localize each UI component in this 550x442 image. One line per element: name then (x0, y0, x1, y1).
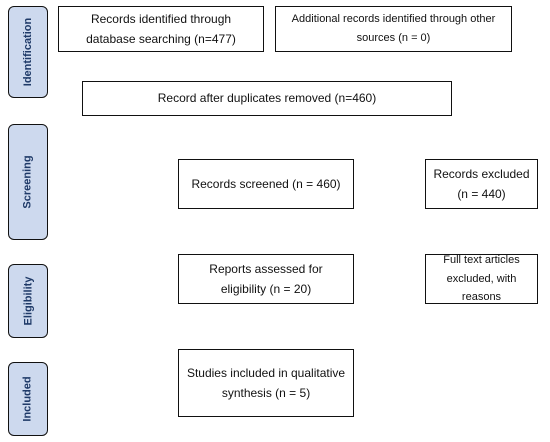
records-excluded-text: Records excluded (n = 440) (433, 166, 530, 201)
stage-included: Included (8, 362, 48, 436)
stage-eligibility-label: Eligibility (22, 276, 34, 326)
stage-screening: Screening (8, 124, 48, 240)
records-screened-text: Records screened (n = 460) (191, 176, 341, 191)
stage-identification-label: Identification (22, 17, 35, 87)
other-records-box: Additional records identified through ot… (275, 6, 512, 52)
stage-screening-label: Screening (22, 155, 34, 209)
records-screened-box: Records screened (n = 460) (178, 159, 354, 209)
studies-included-box: Studies included in qualitative synthesi… (178, 349, 354, 417)
full-text-excluded-text: Full text articles excluded, with reason… (443, 253, 520, 304)
stage-eligibility: Eligibility (8, 264, 48, 338)
records-excluded-box: Records excluded (n = 440) (425, 159, 538, 209)
reports-assessed-text: Reports assessed for eligibility (n = 20… (209, 261, 323, 296)
other-records-text: Additional records identified through ot… (291, 13, 496, 44)
studies-included-text: Studies included in qualitative synthesi… (186, 365, 346, 400)
database-records-text: Records identified through database sear… (86, 11, 236, 46)
full-text-excluded-box: Full text articles excluded, with reason… (425, 254, 538, 304)
reports-assessed-box: Reports assessed for eligibility (n = 20… (178, 254, 354, 304)
after-duplicates-box: Record after duplicates removed (n=460) (82, 81, 452, 116)
database-records-box: Records identified through database sear… (58, 6, 264, 52)
after-duplicates-text: Record after duplicates removed (n=460) (157, 91, 377, 106)
stage-identification: Identification (8, 6, 48, 98)
stage-included-label: Included (22, 376, 35, 422)
